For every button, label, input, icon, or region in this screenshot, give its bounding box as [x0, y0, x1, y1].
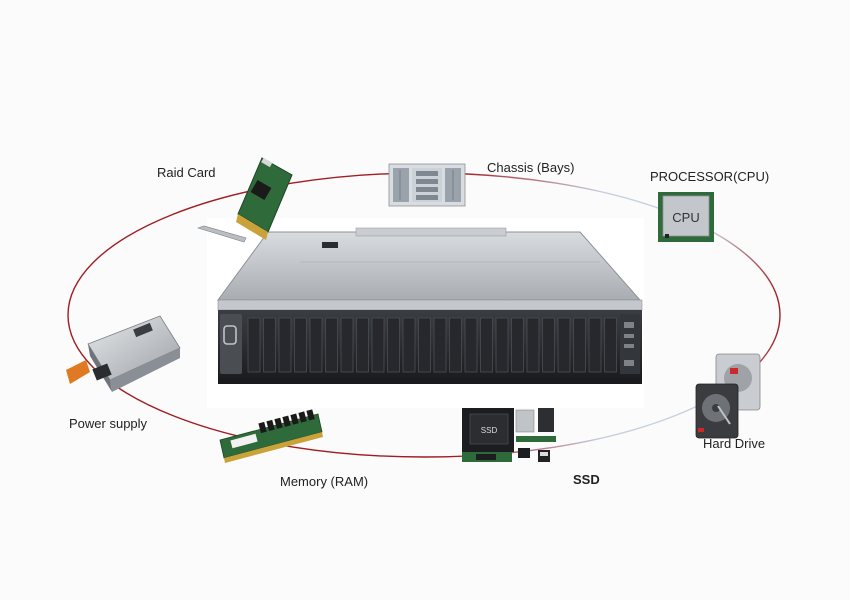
- drive-bay: [464, 317, 478, 373]
- processor-label: PROCESSOR(CPU): [650, 169, 770, 184]
- drive-bay: [340, 317, 354, 373]
- raid-card-image: [197, 157, 293, 243]
- power-supply-label: Power supply: [69, 416, 148, 431]
- ram-chip: [298, 411, 307, 423]
- drive-bay: [526, 317, 540, 373]
- drive-bay: [449, 317, 462, 373]
- drive-bay: [495, 317, 509, 373]
- ssd-chip-label: SSD: [481, 426, 498, 435]
- drive-bay: [418, 317, 431, 373]
- drive-bay: [309, 317, 323, 373]
- cpu-chip-label: CPU: [672, 210, 699, 225]
- ram-chip: [290, 413, 299, 425]
- ram-chip: [274, 417, 283, 429]
- drive-bay: [247, 317, 261, 373]
- chassis-bays-image: [388, 163, 466, 207]
- chassis-bays-label: Chassis (Bays): [487, 160, 575, 175]
- drive-bay: [588, 317, 602, 373]
- drive-bay: [371, 317, 385, 373]
- processor-image: CPU: [658, 192, 714, 242]
- memory-image: [219, 409, 323, 463]
- ssd-image: SSD: [462, 408, 556, 462]
- hard-drive-image: [695, 353, 761, 439]
- memory-label: Memory (RAM): [280, 474, 369, 489]
- drive-bay: [278, 317, 292, 373]
- ram-chip: [266, 419, 275, 432]
- ssd-label: SSD: [573, 472, 600, 487]
- drive-bay: [356, 317, 369, 373]
- drive-bay: [387, 317, 400, 373]
- rack-server-image: [217, 227, 643, 384]
- ram-chip: [306, 409, 315, 421]
- drive-bay: [573, 317, 586, 373]
- drive-bay: [433, 317, 447, 373]
- hard-drive-label: Hard Drive: [703, 436, 766, 451]
- raid-card-label: Raid Card: [157, 165, 216, 180]
- power-supply-image: [66, 315, 181, 392]
- drive-bay: [325, 317, 338, 373]
- drive-bay: [557, 317, 571, 373]
- drive-bay: [480, 317, 493, 373]
- drive-bay: [263, 317, 276, 373]
- drive-bay: [511, 317, 524, 373]
- ram-chip: [282, 415, 291, 427]
- drive-bay: [402, 317, 416, 373]
- ram-chip: [258, 421, 267, 434]
- drive-bay: [542, 317, 555, 373]
- drive-bay: [604, 317, 617, 373]
- drive-bay: [294, 317, 307, 373]
